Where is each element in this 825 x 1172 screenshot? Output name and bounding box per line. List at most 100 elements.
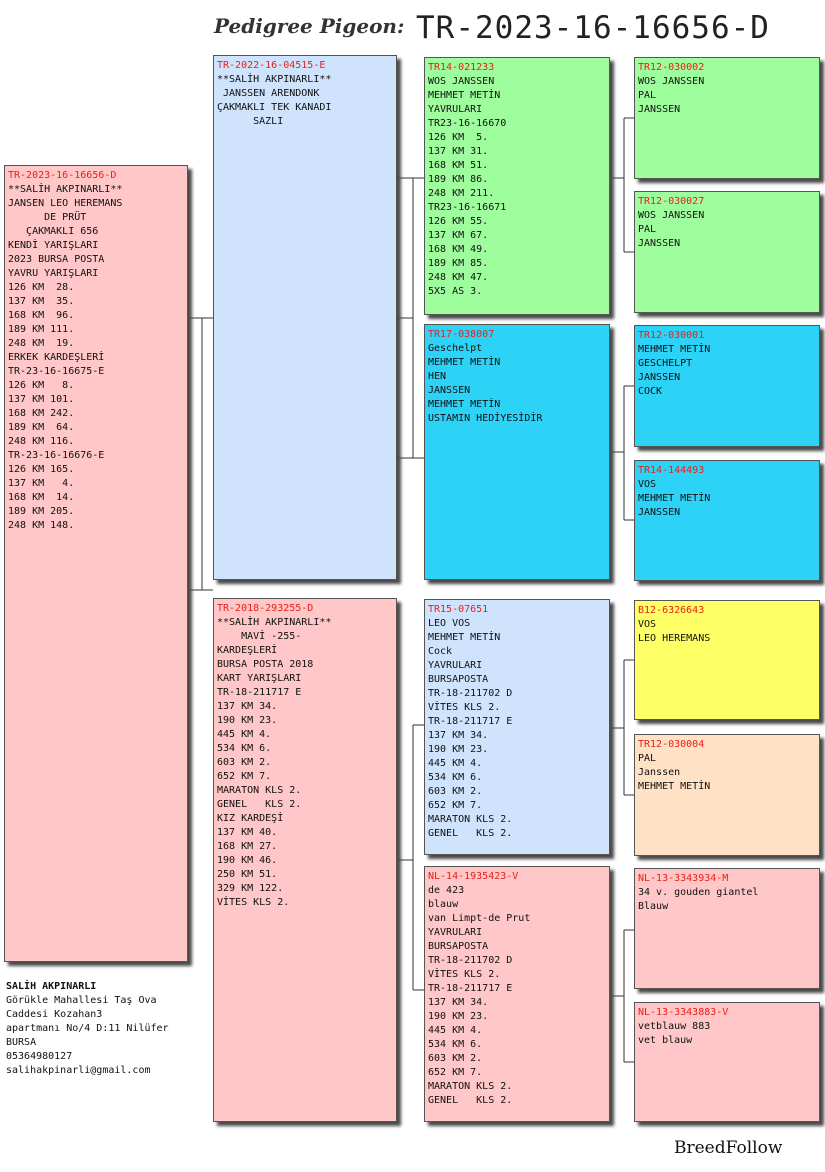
card-line: 168 KM 96. bbox=[8, 310, 75, 321]
card-line: 137 KM 40. bbox=[217, 827, 278, 838]
ring-number: TR-2023-16-16656-D bbox=[8, 170, 117, 181]
card-line: GENEL KLS 2. bbox=[428, 1095, 513, 1106]
card-line: 137 KM 101. bbox=[8, 394, 75, 405]
pedigree-title-label: Pedigree Pigeon: bbox=[214, 14, 405, 38]
owner-address-line: apartmanı No/4 D:11 Nilüfer bbox=[6, 1023, 169, 1034]
card-line: USTAMIN HEDİYESİDİR bbox=[428, 413, 543, 424]
card-line: 168 KM 27. bbox=[217, 841, 278, 852]
card-line: 248 KM 116. bbox=[8, 436, 75, 447]
card-line: TR23-16-16671 bbox=[428, 202, 507, 213]
card-line: MEHMET METİN bbox=[638, 493, 711, 504]
card-line: 126 KM 28. bbox=[8, 282, 75, 293]
card-line: TR-23-16-16675-E bbox=[8, 366, 105, 377]
card-line: TR-23-16-16676-E bbox=[8, 450, 105, 461]
card-line: 190 KM 23. bbox=[428, 744, 489, 755]
card-line: 168 KM 14. bbox=[8, 492, 75, 503]
card-line: 126 KM 5. bbox=[428, 132, 489, 143]
card-line: 603 KM 2. bbox=[217, 757, 272, 768]
card-line: 652 KM 7. bbox=[428, 800, 483, 811]
card-line: GENEL KLS 2. bbox=[217, 799, 302, 810]
card-line: MEHMET METİN bbox=[428, 90, 501, 101]
card-line: 603 KM 2. bbox=[428, 786, 483, 797]
card-line: 137 KM 31. bbox=[428, 146, 489, 157]
card-line: van Limpt-de Prut bbox=[428, 913, 531, 924]
card-line: YAVRULARI bbox=[428, 660, 483, 671]
card-line: KART YARIŞLARI bbox=[217, 673, 302, 684]
card-line: 652 KM 7. bbox=[428, 1067, 483, 1078]
card-line: blauw bbox=[428, 899, 459, 910]
owner-email[interactable]: salihakpinarli@gmail.com bbox=[6, 1065, 151, 1076]
card-line: ÇAKMAKLI 656 bbox=[8, 226, 99, 237]
ring-number: TR12-030002 bbox=[638, 62, 705, 73]
card-line: WOS JANSSEN bbox=[428, 76, 495, 87]
card-line: ERKEK KARDEŞLERİ bbox=[8, 352, 105, 363]
card-line: 190 KM 23. bbox=[217, 715, 278, 726]
card-line: MARATON KLS 2. bbox=[217, 785, 302, 796]
card-line: TR-18-211702 D bbox=[428, 688, 513, 699]
card-line: MEHMET METİN bbox=[638, 781, 711, 792]
breedfollow-brand[interactable]: BreedFollow bbox=[674, 1138, 783, 1158]
card-line: BURSAPOSTA bbox=[428, 674, 489, 685]
card-line: JANSSEN ARENDONK bbox=[217, 88, 320, 99]
ring-number: NL-13-3343934-M bbox=[638, 873, 729, 884]
card-line: 137 KM 67. bbox=[428, 230, 489, 241]
ring-number: TR12-030004 bbox=[638, 739, 705, 750]
card-line: 137 KM 34. bbox=[428, 730, 489, 741]
card-line: 168 KM 242. bbox=[8, 408, 75, 419]
card-line: Geschelpt bbox=[428, 343, 483, 354]
ring-number: B12-6326643 bbox=[638, 605, 705, 616]
card-line: 534 KM 6. bbox=[217, 743, 272, 754]
card-line: vetblauw 883 bbox=[638, 1021, 711, 1032]
card-line: 190 KM 23. bbox=[428, 1011, 489, 1022]
card-line: 445 KM 4. bbox=[428, 758, 483, 769]
card-line: JANSSEN bbox=[638, 238, 681, 249]
card-line: 329 KM 122. bbox=[217, 883, 284, 894]
card-line: COCK bbox=[638, 386, 663, 397]
card-line: BURSAPOSTA bbox=[428, 941, 489, 952]
card-line: 189 KM 64. bbox=[8, 422, 75, 433]
card-line: TR23-16-16670 bbox=[428, 118, 507, 129]
card-line: 534 KM 6. bbox=[428, 1039, 483, 1050]
card-line: WOS JANSSEN bbox=[638, 76, 705, 87]
owner-name: SALİH AKPINARLI bbox=[6, 981, 97, 992]
ring-number: TR-2018-293255-D bbox=[217, 603, 314, 614]
card-line: KARDEŞLERİ bbox=[217, 645, 278, 656]
card-line: TR-18-211717 E bbox=[428, 716, 513, 727]
card-line: 189 KM 111. bbox=[8, 324, 75, 335]
card-line: 34 v. gouden giantel bbox=[638, 887, 759, 898]
owner-phone: 05364980127 bbox=[6, 1051, 73, 1062]
ring-number: NL-14-1935423-V bbox=[428, 871, 519, 882]
ring-number: TR15-07651 bbox=[428, 604, 489, 615]
card-line: 189 KM 86. bbox=[428, 174, 489, 185]
card-line: LEO VOS bbox=[428, 618, 471, 629]
card-line: JANSSEN bbox=[638, 104, 681, 115]
card-line: **SALİH AKPINARLI** bbox=[217, 617, 332, 628]
card-line: MARATON KLS 2. bbox=[428, 1081, 513, 1092]
card-line: JANSSEN bbox=[638, 507, 681, 518]
ring-number: TR17-038007 bbox=[428, 329, 495, 340]
card-line: YAVRU YARIŞLARI bbox=[8, 268, 99, 279]
card-line: VOS bbox=[638, 479, 657, 490]
card-line: 189 KM 85. bbox=[428, 258, 489, 269]
card-line: HEN bbox=[428, 371, 447, 382]
card-line: 248 KM 19. bbox=[8, 338, 75, 349]
card-line: TR-18-211702 D bbox=[428, 955, 513, 966]
card-line: MARATON KLS 2. bbox=[428, 814, 513, 825]
card-line: Blauw bbox=[638, 901, 669, 912]
pedigree-title-ring: TR-2023-16-16656-D bbox=[416, 10, 770, 46]
owner-address-line: Caddesi Kozahan3 bbox=[6, 1009, 103, 1020]
card-line: VİTES KLS 2. bbox=[217, 897, 290, 908]
card-line: 603 KM 2. bbox=[428, 1053, 483, 1064]
card-line: KIZ KARDEŞİ bbox=[217, 813, 284, 824]
ring-number: TR-2022-16-04515-E bbox=[217, 60, 326, 71]
ring-number: TR14-144493 bbox=[638, 465, 705, 476]
